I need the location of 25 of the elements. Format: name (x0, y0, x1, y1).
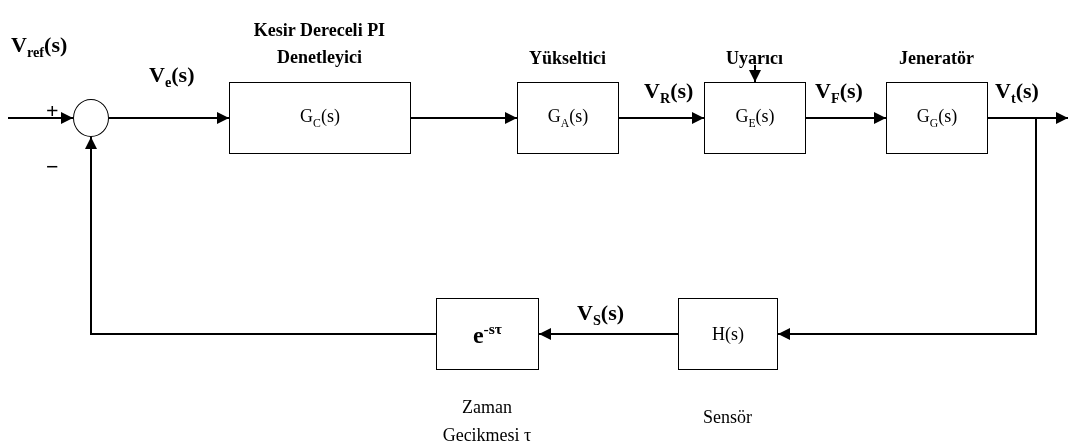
block-title: Yükseltici (528, 47, 607, 70)
arrow (987, 112, 1069, 124)
arrow (85, 136, 437, 335)
block-caption: Sensör (702, 406, 753, 429)
block-caption: Zaman Gecikmesi τ (441, 396, 533, 447)
arrow (777, 117, 1037, 340)
sign-label: + (46, 100, 59, 122)
transfer-function: H(s) (712, 323, 744, 345)
block-title: Uyarıcı (725, 47, 784, 70)
transfer-function: G$_{E}$(s) (735, 106, 775, 130)
block-title: Jeneratör (898, 47, 975, 70)
arrow (749, 64, 761, 83)
arrow (108, 112, 230, 124)
block-title: Kesir Dereceli PI Denetleyici (252, 19, 387, 69)
arrow (7, 112, 74, 124)
transfer-function: e$^{-sτ}$ (472, 319, 503, 349)
transfer-function: G$_{G}$(s) (916, 106, 958, 130)
arrow (538, 328, 679, 340)
transfer-function: G$_{A}$(s) (547, 106, 589, 130)
arrow (618, 112, 705, 124)
arrow (805, 112, 887, 124)
transfer-function: G$_{C}$(s) (300, 106, 340, 130)
arrow (410, 112, 518, 124)
summing-junction (73, 99, 109, 137)
sign-label: − (46, 156, 59, 178)
